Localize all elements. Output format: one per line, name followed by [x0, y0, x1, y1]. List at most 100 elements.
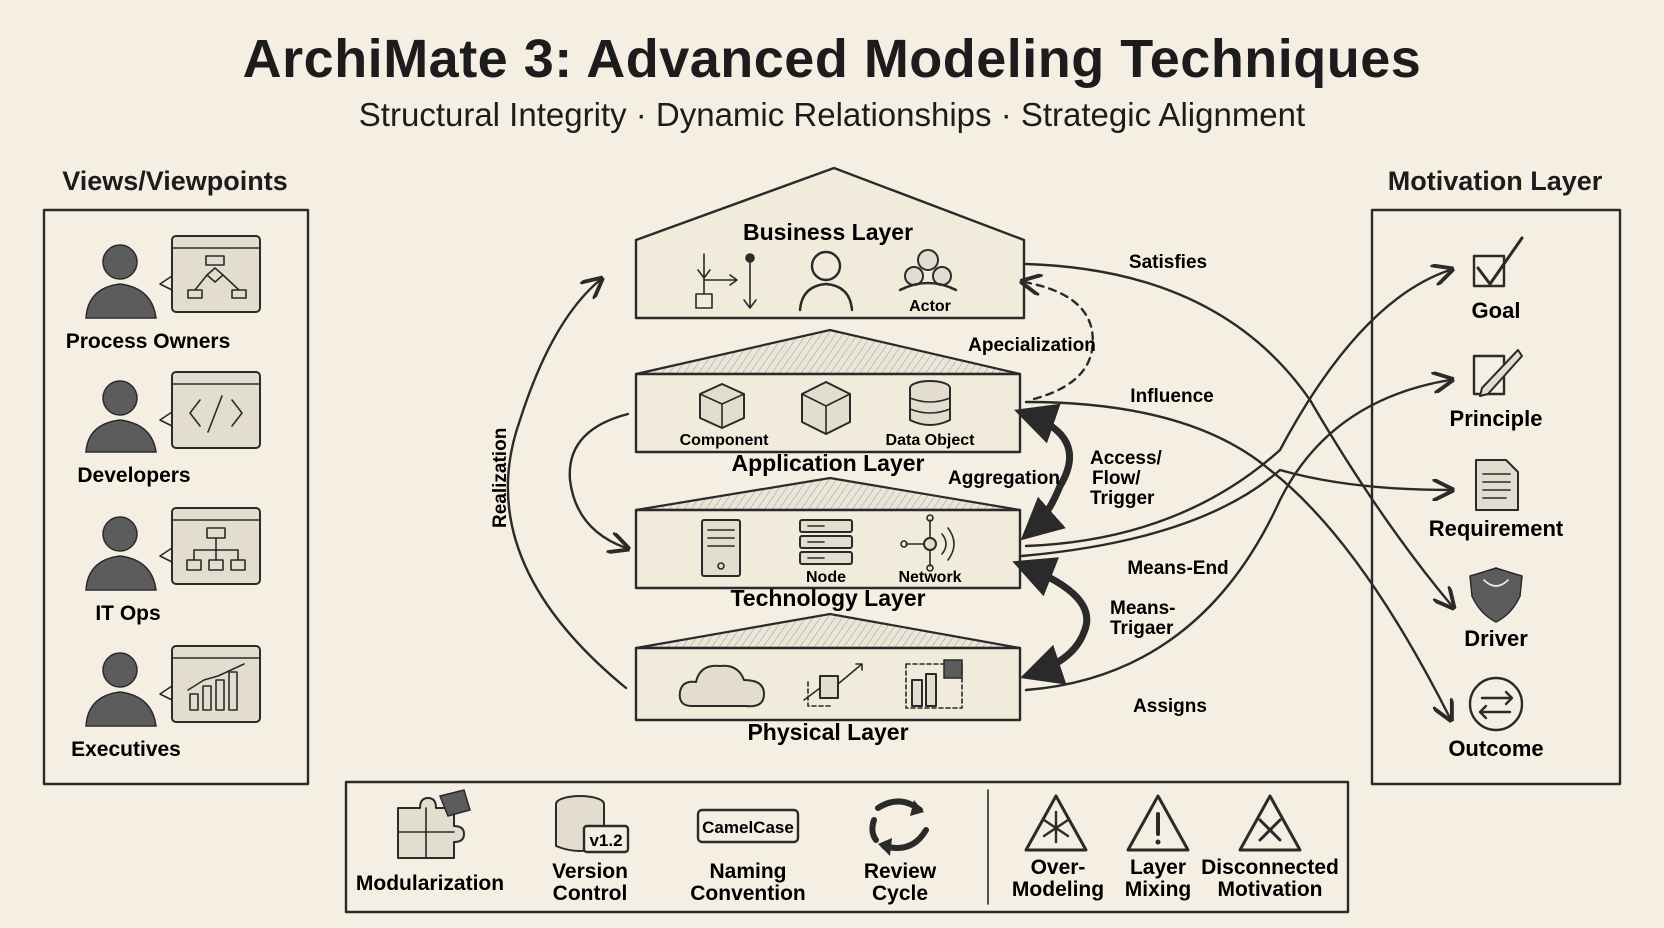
data-object-label: Data Object — [886, 432, 976, 449]
specialization-arrow — [1024, 282, 1094, 402]
stakeholder-label: Developers — [77, 464, 190, 487]
naming-badge: CamelCase — [702, 818, 794, 837]
practice-version-control: v1.2 Version Control — [552, 795, 630, 905]
technology-layer: Node Network Technology Layer — [634, 476, 1022, 611]
component-label: Component — [680, 432, 770, 449]
motivation-label: Driver — [1464, 626, 1528, 651]
means-trigger-label-1: Means- — [1110, 598, 1175, 619]
actor-label: Actor — [909, 298, 951, 315]
person-icon — [85, 652, 157, 727]
warning-asterisk-icon — [1024, 794, 1088, 852]
stakeholder-process-owners: Process Owners — [66, 235, 261, 353]
deployment-icon — [803, 663, 863, 707]
person-icon — [85, 380, 157, 453]
influence-label: Influence — [1130, 386, 1213, 407]
stakeholder-label: IT Ops — [95, 602, 160, 625]
business-layer: Business Layer Ac — [634, 166, 1026, 320]
cloud-icon — [678, 664, 765, 708]
refresh-icon — [869, 798, 929, 856]
goal-checkbox-icon — [1472, 236, 1524, 288]
motivation-label: Principle — [1450, 406, 1543, 431]
technology-layer-title: Technology Layer — [730, 585, 925, 611]
version-badge: v1.2 — [589, 831, 622, 850]
specialization-label: Apecialization — [968, 335, 1096, 356]
means-trigger-label-2: Trigaer — [1110, 618, 1174, 639]
business-layer-title: Business Layer — [743, 219, 913, 245]
bar-chart-icon — [159, 645, 261, 723]
network-label: Network — [898, 569, 961, 586]
assigns-arrow — [1024, 380, 1450, 692]
hierarchy-icon — [159, 507, 261, 585]
aggregation-label: Aggregation — [948, 468, 1060, 489]
flowchart-icon — [159, 235, 261, 313]
pitfall-layer-mixing: Layer Mixing — [1125, 794, 1192, 901]
puzzle-icon — [397, 789, 471, 859]
network-icon — [900, 514, 955, 572]
practice-label: Convention — [690, 882, 806, 905]
motivation-outcome: Outcome — [1448, 676, 1544, 761]
pencil-note-icon — [1472, 349, 1523, 397]
practice-review-cycle: Review Cycle — [864, 798, 937, 905]
stakeholder-it-ops: IT Ops — [85, 507, 261, 625]
tag-icon: CamelCase — [696, 808, 800, 844]
code-icon — [159, 371, 261, 449]
pitfall-label: Disconnected — [1201, 856, 1339, 879]
server-rack-icon — [799, 519, 853, 565]
practice-label: Modularization — [356, 872, 504, 895]
access-flow-trigger-label-3: Trigger — [1090, 488, 1155, 509]
practice-label: Cycle — [872, 882, 928, 905]
motivation-label: Outcome — [1448, 736, 1543, 761]
pitfall-label: Layer — [1130, 856, 1186, 879]
application-layer: Component Data Object Application Layer — [634, 328, 1022, 476]
assigns-label: Assigns — [1133, 696, 1207, 717]
motivation-requirement: Requirement — [1429, 459, 1564, 541]
realization-arrow — [506, 280, 628, 690]
access-flow-trigger-label-1: Access/ — [1090, 448, 1163, 469]
server-tower-icon — [701, 519, 741, 577]
motivation-principle: Principle — [1450, 349, 1543, 431]
practice-label: Review — [864, 860, 937, 883]
satisfies-label: Satisfies — [1129, 252, 1207, 273]
application-technology-arrow — [568, 412, 628, 548]
relationship-arrows — [506, 262, 1452, 718]
pitfall-label: Motivation — [1218, 878, 1323, 901]
motivation-driver: Driver — [1464, 567, 1528, 651]
physical-layer: Physical Layer — [634, 612, 1022, 745]
layer-stack: Business Layer Ac — [634, 166, 1026, 745]
motivation-goal: Goal — [1472, 236, 1524, 323]
person-icon — [85, 244, 157, 319]
warning-exclamation-icon — [1126, 794, 1190, 852]
access-flow-trigger-label-2: Flow/ — [1092, 468, 1141, 489]
node-label: Node — [806, 569, 846, 586]
practice-naming-convention: CamelCase Naming Convention — [690, 808, 806, 905]
means-end-label: Means-End — [1127, 558, 1228, 579]
stakeholder-label: Executives — [71, 738, 181, 761]
pitfall-label: Over- — [1031, 856, 1086, 879]
requirement-arrow — [1020, 468, 1450, 558]
views-panel-title: Views/Viewpoints — [62, 166, 288, 196]
means-trigger-arrow — [1012, 557, 1091, 685]
realization-label: Realization — [490, 428, 511, 528]
stakeholder-executives: Executives — [71, 645, 261, 761]
cycle-arrows-icon — [1468, 676, 1524, 732]
facility-icon — [905, 659, 963, 709]
stakeholder-label: Process Owners — [66, 330, 231, 353]
practice-label: Naming — [709, 860, 786, 883]
views-panel-frame — [42, 208, 310, 786]
influence-arrow — [1024, 400, 1450, 718]
person-outline-icon — [798, 250, 854, 312]
motivation-label: Requirement — [1429, 516, 1564, 541]
cylinder-icon: v1.2 — [555, 795, 630, 854]
page-title: ArchiMate 3: Advanced Modeling Technique… — [242, 29, 1422, 89]
pitfall-label: Mixing — [1125, 878, 1192, 901]
practice-modularization: Modularization — [356, 789, 504, 895]
motivation-panel-title: Motivation Layer — [1387, 166, 1603, 196]
practices-bar-frame — [344, 780, 1350, 914]
practice-label: Version — [552, 860, 628, 883]
application-layer-title: Application Layer — [732, 450, 925, 476]
practice-label: Control — [553, 882, 628, 905]
cube-icon — [801, 381, 851, 435]
motivation-label: Goal — [1472, 298, 1521, 323]
means-end-arrow — [1024, 270, 1450, 548]
